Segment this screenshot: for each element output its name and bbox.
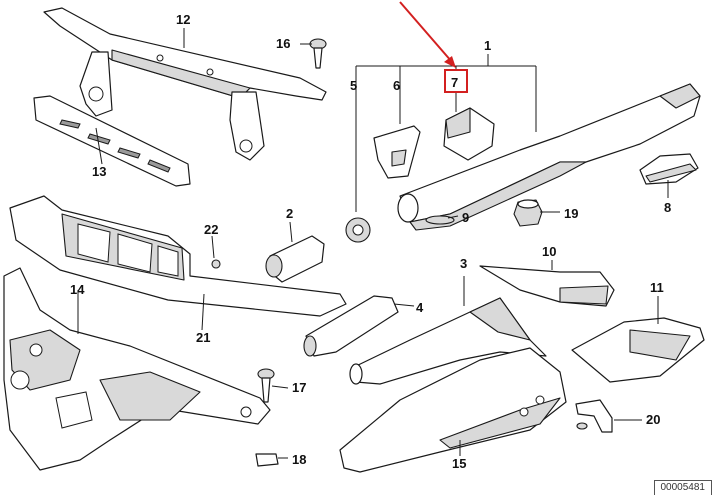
part-9-clip [425, 215, 455, 225]
part-13-seal [33, 95, 191, 187]
part-4-member [303, 295, 399, 357]
callout-21: 21 [196, 330, 210, 345]
callout-19: 19 [564, 206, 578, 221]
part-11-arch-panel [571, 317, 705, 383]
part-8-plate [639, 153, 699, 185]
callout-12: 12 [176, 12, 190, 27]
callout-13: 13 [92, 164, 106, 179]
part-17-bolt [257, 368, 275, 403]
highlight-indicator [399, 1, 468, 93]
callout-3: 3 [460, 256, 467, 271]
part-3-side-member [349, 297, 547, 385]
leader-lines [77, 28, 669, 459]
callout-4: 4 [416, 300, 424, 315]
callout-6: 6 [393, 78, 400, 93]
part-15-lower-member [339, 347, 567, 473]
callout-11: 11 [650, 280, 664, 295]
callout-20: 20 [646, 412, 660, 427]
part-16-screw [309, 38, 327, 69]
part-10-reinforcement [479, 265, 615, 307]
callout-18: 18 [292, 452, 306, 467]
callout-17: 17 [292, 380, 306, 395]
part-21-front-panel [9, 195, 347, 317]
part-2-sleeve [265, 235, 325, 283]
callout-14: 14 [70, 282, 85, 297]
callout-5: 5 [350, 78, 357, 93]
callout-15: 15 [452, 456, 466, 471]
callout-labels: 1 2 3 4 5 6 7 8 9 10 11 12 13 14 15 16 1… [70, 12, 671, 471]
drawing-number: 00005481 [653, 480, 712, 495]
part-18-clip [255, 453, 279, 467]
part-6-bracket [373, 125, 421, 179]
callout-10: 10 [542, 244, 556, 259]
part-7-bracket [443, 107, 495, 161]
part-1-side-member [397, 83, 701, 231]
callout-9: 9 [462, 210, 469, 225]
part-5-bushing [345, 217, 371, 243]
callout-2: 2 [286, 206, 293, 221]
part-20-bracket [575, 399, 613, 433]
callout-8: 8 [664, 200, 671, 215]
callout-22: 22 [204, 222, 218, 237]
part-19-mount [513, 199, 543, 227]
part-14-front-carrier [3, 267, 271, 471]
highlight-box-7 [444, 69, 468, 93]
callout-1: 1 [484, 38, 491, 53]
callout-7: 7 [451, 75, 458, 90]
callout-16: 16 [276, 36, 290, 51]
part-12-upper-support [43, 7, 327, 161]
part-22-nut [211, 259, 221, 269]
